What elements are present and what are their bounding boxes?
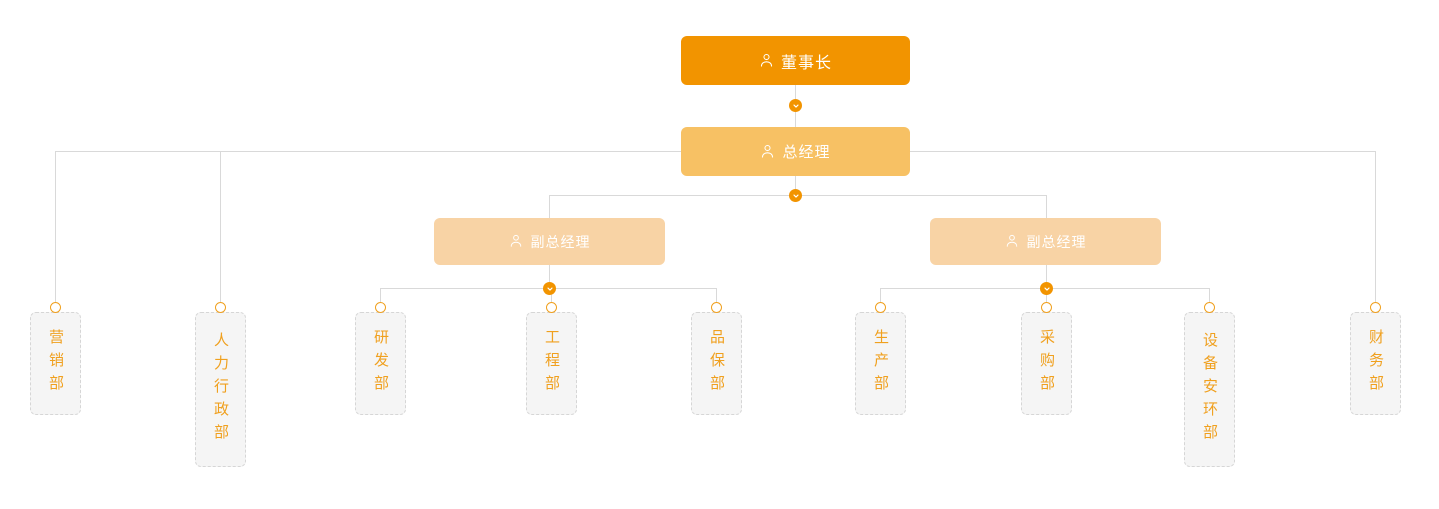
connector-dot-production[interactable]: [875, 302, 886, 313]
connector-drop-marketing: [55, 151, 56, 307]
person-icon: [509, 234, 524, 249]
connector-dot-quality[interactable]: [711, 302, 722, 313]
collapse-toggle-vice-gm-left[interactable]: [543, 282, 556, 295]
connector-dot-rd[interactable]: [375, 302, 386, 313]
collapse-toggle-chairman[interactable]: [789, 99, 802, 112]
node-vice-general-manager-left[interactable]: 副总经理: [434, 218, 665, 265]
node-department-rd[interactable]: 研发部: [355, 312, 406, 415]
connector-dot-purchasing[interactable]: [1041, 302, 1052, 313]
connector-dot-equipment-safety[interactable]: [1204, 302, 1215, 313]
node-department-equipment-safety[interactable]: 设备安环部: [1184, 312, 1235, 467]
person-icon: [760, 144, 775, 159]
connector-dot-finance[interactable]: [1370, 302, 1381, 313]
connector-drop-finance: [1375, 151, 1376, 307]
connector-gm-down: [795, 176, 796, 195]
node-department-finance-label: 财务部: [1367, 329, 1384, 398]
connector-drop-equipment: [1209, 288, 1210, 307]
node-vice-general-manager-right-content: 副总经理: [1005, 232, 1087, 252]
chevron-down-icon: [792, 104, 799, 108]
node-department-marketing[interactable]: 营销部: [30, 312, 81, 415]
node-department-quality[interactable]: 品保部: [691, 312, 742, 415]
connector-drop-production: [880, 288, 881, 307]
node-department-engineering-label: 工程部: [543, 329, 560, 398]
connector-bus-gm-left: [55, 151, 681, 152]
node-general-manager[interactable]: 总经理: [681, 127, 910, 176]
node-department-rd-label: 研发部: [372, 329, 389, 398]
connector-drop-vgm-left: [549, 195, 550, 218]
node-department-production[interactable]: 生产部: [855, 312, 906, 415]
node-department-hr-admin-label: 人力行政部: [212, 332, 229, 447]
person-icon: [759, 53, 774, 68]
node-department-hr-admin[interactable]: 人力行政部: [195, 312, 246, 467]
connector-vgm-right-down: [1046, 265, 1047, 288]
connector-drop-hr: [220, 151, 221, 307]
chevron-down-icon: [1043, 287, 1050, 291]
node-vice-general-manager-right[interactable]: 副总经理: [930, 218, 1161, 265]
node-chairman-content: 董事长: [759, 49, 832, 73]
node-general-manager-label: 总经理: [782, 144, 831, 161]
collapse-toggle-general-manager[interactable]: [789, 189, 802, 202]
node-vice-general-manager-right-label: 副总经理: [1026, 233, 1087, 250]
person-icon: [1005, 234, 1020, 249]
chevron-down-icon: [546, 287, 553, 291]
connector-dot-marketing[interactable]: [50, 302, 61, 313]
connector-drop-qa: [716, 288, 717, 307]
node-general-manager-content: 总经理: [760, 141, 830, 162]
connector-drop-purchasing: [1046, 288, 1047, 307]
connector-drop-engineering: [551, 288, 552, 307]
node-department-engineering[interactable]: 工程部: [526, 312, 577, 415]
node-vice-general-manager-left-content: 副总经理: [509, 232, 591, 252]
chevron-down-icon: [792, 194, 799, 198]
node-chairman[interactable]: 董事长: [681, 36, 910, 85]
node-vice-general-manager-left-label: 副总经理: [530, 233, 591, 250]
connector-bus-gm-right: [910, 151, 1376, 152]
collapse-toggle-vice-gm-right[interactable]: [1040, 282, 1053, 295]
connector-dot-engineering[interactable]: [546, 302, 557, 313]
node-department-production-label: 生产部: [872, 329, 889, 398]
node-department-equipment-safety-label: 设备安环部: [1201, 332, 1218, 447]
node-department-quality-label: 品保部: [708, 329, 725, 398]
connector-vgm-left-down: [549, 265, 550, 288]
connector-drop-rd: [380, 288, 381, 307]
node-chairman-label: 董事长: [780, 54, 832, 72]
node-department-finance[interactable]: 财务部: [1350, 312, 1401, 415]
node-department-purchasing-label: 采购部: [1038, 329, 1055, 398]
connector-dot-hr-admin[interactable]: [215, 302, 226, 313]
node-department-purchasing[interactable]: 采购部: [1021, 312, 1072, 415]
connector-drop-vgm-right: [1046, 195, 1047, 218]
node-department-marketing-label: 营销部: [47, 329, 64, 398]
